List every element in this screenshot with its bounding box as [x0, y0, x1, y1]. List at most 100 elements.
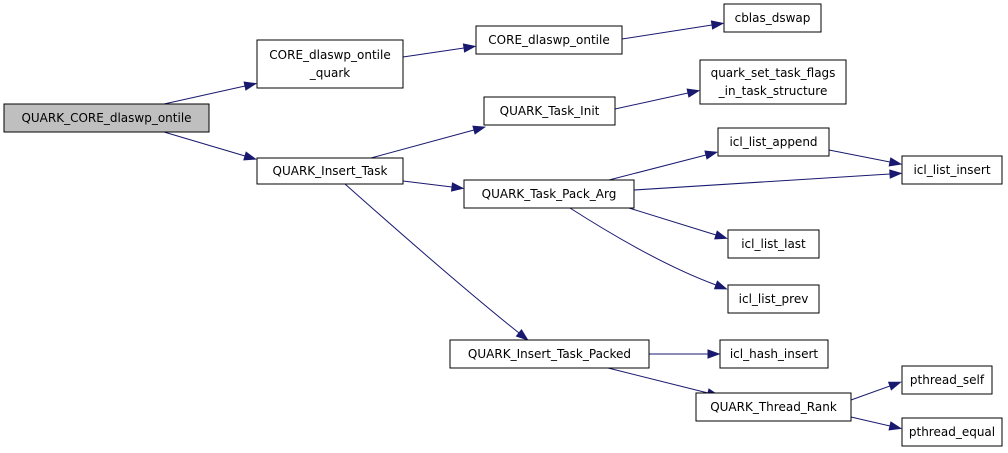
node-quark-task-init[interactable]: QUARK_Task_Init — [483, 96, 616, 126]
node-quark-insert-task-packed[interactable]: QUARK_Insert_Task_Packed — [449, 339, 650, 369]
arrowhead — [710, 20, 725, 30]
edge-line — [569, 207, 717, 286]
node-label: quark_set_task_flags — [711, 66, 836, 80]
node-label: QUARK_Insert_Task — [273, 164, 388, 178]
node-box — [695, 392, 852, 422]
edge-quark-thread-rank-to-pthread-self — [850, 381, 902, 401]
node-box — [901, 155, 1003, 185]
node-label: pthread_self — [910, 373, 985, 387]
edge-core-dlaswp-ontile-to-cblas-dswap — [621, 20, 725, 40]
edge-quark-task-pack-arg-to-icl-list-append — [608, 150, 719, 181]
node-pthread-self[interactable]: pthread_self — [901, 365, 993, 395]
arrowhead — [450, 182, 465, 192]
edge-line — [850, 385, 891, 401]
node-core-dlaswp-ontile-quark[interactable]: CORE_dlaswp_ontile _quark — [256, 39, 404, 89]
edge-quark-insert-task-packed-to-icl-hash-insert — [649, 349, 721, 359]
node-box — [901, 365, 993, 395]
edge-quark-core-dlaswp-ontile-to-core-dlaswp-ontile-quark — [163, 81, 258, 105]
edge-quark-task-pack-arg-to-icl-list-prev — [569, 207, 728, 290]
node-label: _in_task_structure — [718, 84, 828, 98]
edge-line — [344, 183, 520, 334]
node-quark-insert-task[interactable]: QUARK_Insert_Task — [256, 157, 404, 185]
arrowhead — [889, 169, 903, 179]
node-label: QUARK_Task_Init — [500, 104, 600, 118]
node-icl-hash-insert[interactable]: icl_hash_insert — [719, 339, 829, 369]
node-core-dlaswp-ontile[interactable]: CORE_dlaswp_ontile — [475, 25, 623, 55]
node-label: QUARK_Insert_Task_Packed — [468, 347, 631, 361]
node-label: QUARK_Task_Pack_Arg — [482, 187, 617, 201]
node-pthread-equal[interactable]: pthread_equal — [901, 417, 1003, 447]
edge-line — [402, 180, 453, 188]
node-box — [699, 59, 847, 105]
arrowhead — [888, 421, 903, 431]
node-icl-list-insert[interactable]: icl_list_insert — [901, 155, 1003, 185]
node-label: QUARK_Thread_Rank — [710, 400, 837, 414]
arrowhead — [714, 230, 728, 240]
edge-quark-task-init-to-quark-set-task-flags-in-task-structure — [614, 88, 701, 110]
edge-line — [607, 367, 709, 394]
node-label: icl_list_last — [741, 237, 806, 251]
arrowhead — [472, 125, 487, 135]
node-label: cblas_dswap — [735, 11, 811, 25]
node-box — [483, 96, 616, 126]
edge-line — [633, 173, 891, 191]
edge-line — [608, 154, 707, 181]
call-graph-nodes: QUARK_CORE_dlaswp_ontile CORE_dlaswp_onti… — [3, 3, 1003, 447]
node-label: CORE_dlaswp_ontile — [269, 48, 390, 62]
node-icl-list-last[interactable]: icl_list_last — [727, 229, 820, 259]
node-box — [901, 417, 1003, 447]
node-icl-list-prev[interactable]: icl_list_prev — [727, 284, 820, 314]
edge-quark-task-pack-arg-to-icl-list-last — [628, 207, 728, 240]
node-box — [727, 284, 820, 314]
edge-line — [163, 131, 246, 157]
node-quark-set-task-flags-in-task-structure[interactable]: quark_set_task_flags _in_task_structure — [699, 59, 847, 105]
edge-line — [614, 92, 689, 110]
node-box — [256, 157, 404, 185]
arrowhead — [462, 43, 477, 53]
node-box — [723, 3, 822, 33]
node-icl-list-append[interactable]: icl_list_append — [717, 127, 830, 157]
node-box — [463, 179, 635, 209]
node-box — [3, 103, 210, 133]
node-label: icl_list_insert — [913, 163, 990, 177]
node-label: icl_list_append — [729, 135, 817, 149]
edge-line — [163, 85, 246, 105]
arrowhead — [704, 150, 719, 160]
arrowhead — [713, 280, 728, 290]
edge-line — [370, 129, 475, 159]
node-label: _quark — [309, 66, 351, 80]
node-label: icl_hash_insert — [730, 347, 819, 361]
node-box — [475, 25, 623, 55]
node-quark-thread-rank[interactable]: QUARK_Thread_Rank — [695, 392, 852, 422]
edge-quark-task-pack-arg-to-icl-list-insert — [633, 169, 903, 191]
edge-line — [621, 24, 713, 40]
edge-line — [628, 207, 717, 236]
arrowhead — [243, 81, 258, 91]
edge-icl-list-append-to-icl-list-insert — [828, 149, 903, 167]
arrowhead — [686, 88, 701, 98]
node-box — [449, 339, 650, 369]
node-cblas-dswap[interactable]: cblas_dswap — [723, 3, 822, 33]
edge-line — [828, 149, 891, 163]
node-label: icl_list_prev — [739, 292, 809, 306]
node-label: QUARK_CORE_dlaswp_ontile — [21, 111, 191, 125]
arrowhead — [243, 151, 257, 161]
edge-quark-thread-rank-to-pthread-equal — [850, 416, 903, 431]
arrowhead — [515, 329, 529, 341]
node-box — [719, 339, 829, 369]
edge-quark-core-dlaswp-ontile-to-quark-insert-task — [163, 131, 257, 161]
arrowhead — [707, 349, 721, 359]
node-label: pthread_equal — [909, 425, 995, 439]
node-box — [727, 229, 820, 259]
edge-quark-insert-task-to-quark-insert-task-packed — [344, 183, 529, 341]
edge-line — [850, 416, 891, 427]
edge-core-dlaswp-ontile-quark-to-core-dlaswp-ontile — [402, 43, 477, 58]
edge-line — [402, 47, 465, 58]
node-box — [717, 127, 830, 157]
node-quark-core-dlaswp-ontile: QUARK_CORE_dlaswp_ontile — [3, 103, 210, 133]
edge-quark-insert-task-to-quark-task-init — [370, 125, 487, 159]
arrowhead — [887, 381, 902, 391]
edge-quark-insert-task-to-quark-task-pack-arg — [402, 180, 465, 192]
node-quark-task-pack-arg[interactable]: QUARK_Task_Pack_Arg — [463, 179, 635, 209]
